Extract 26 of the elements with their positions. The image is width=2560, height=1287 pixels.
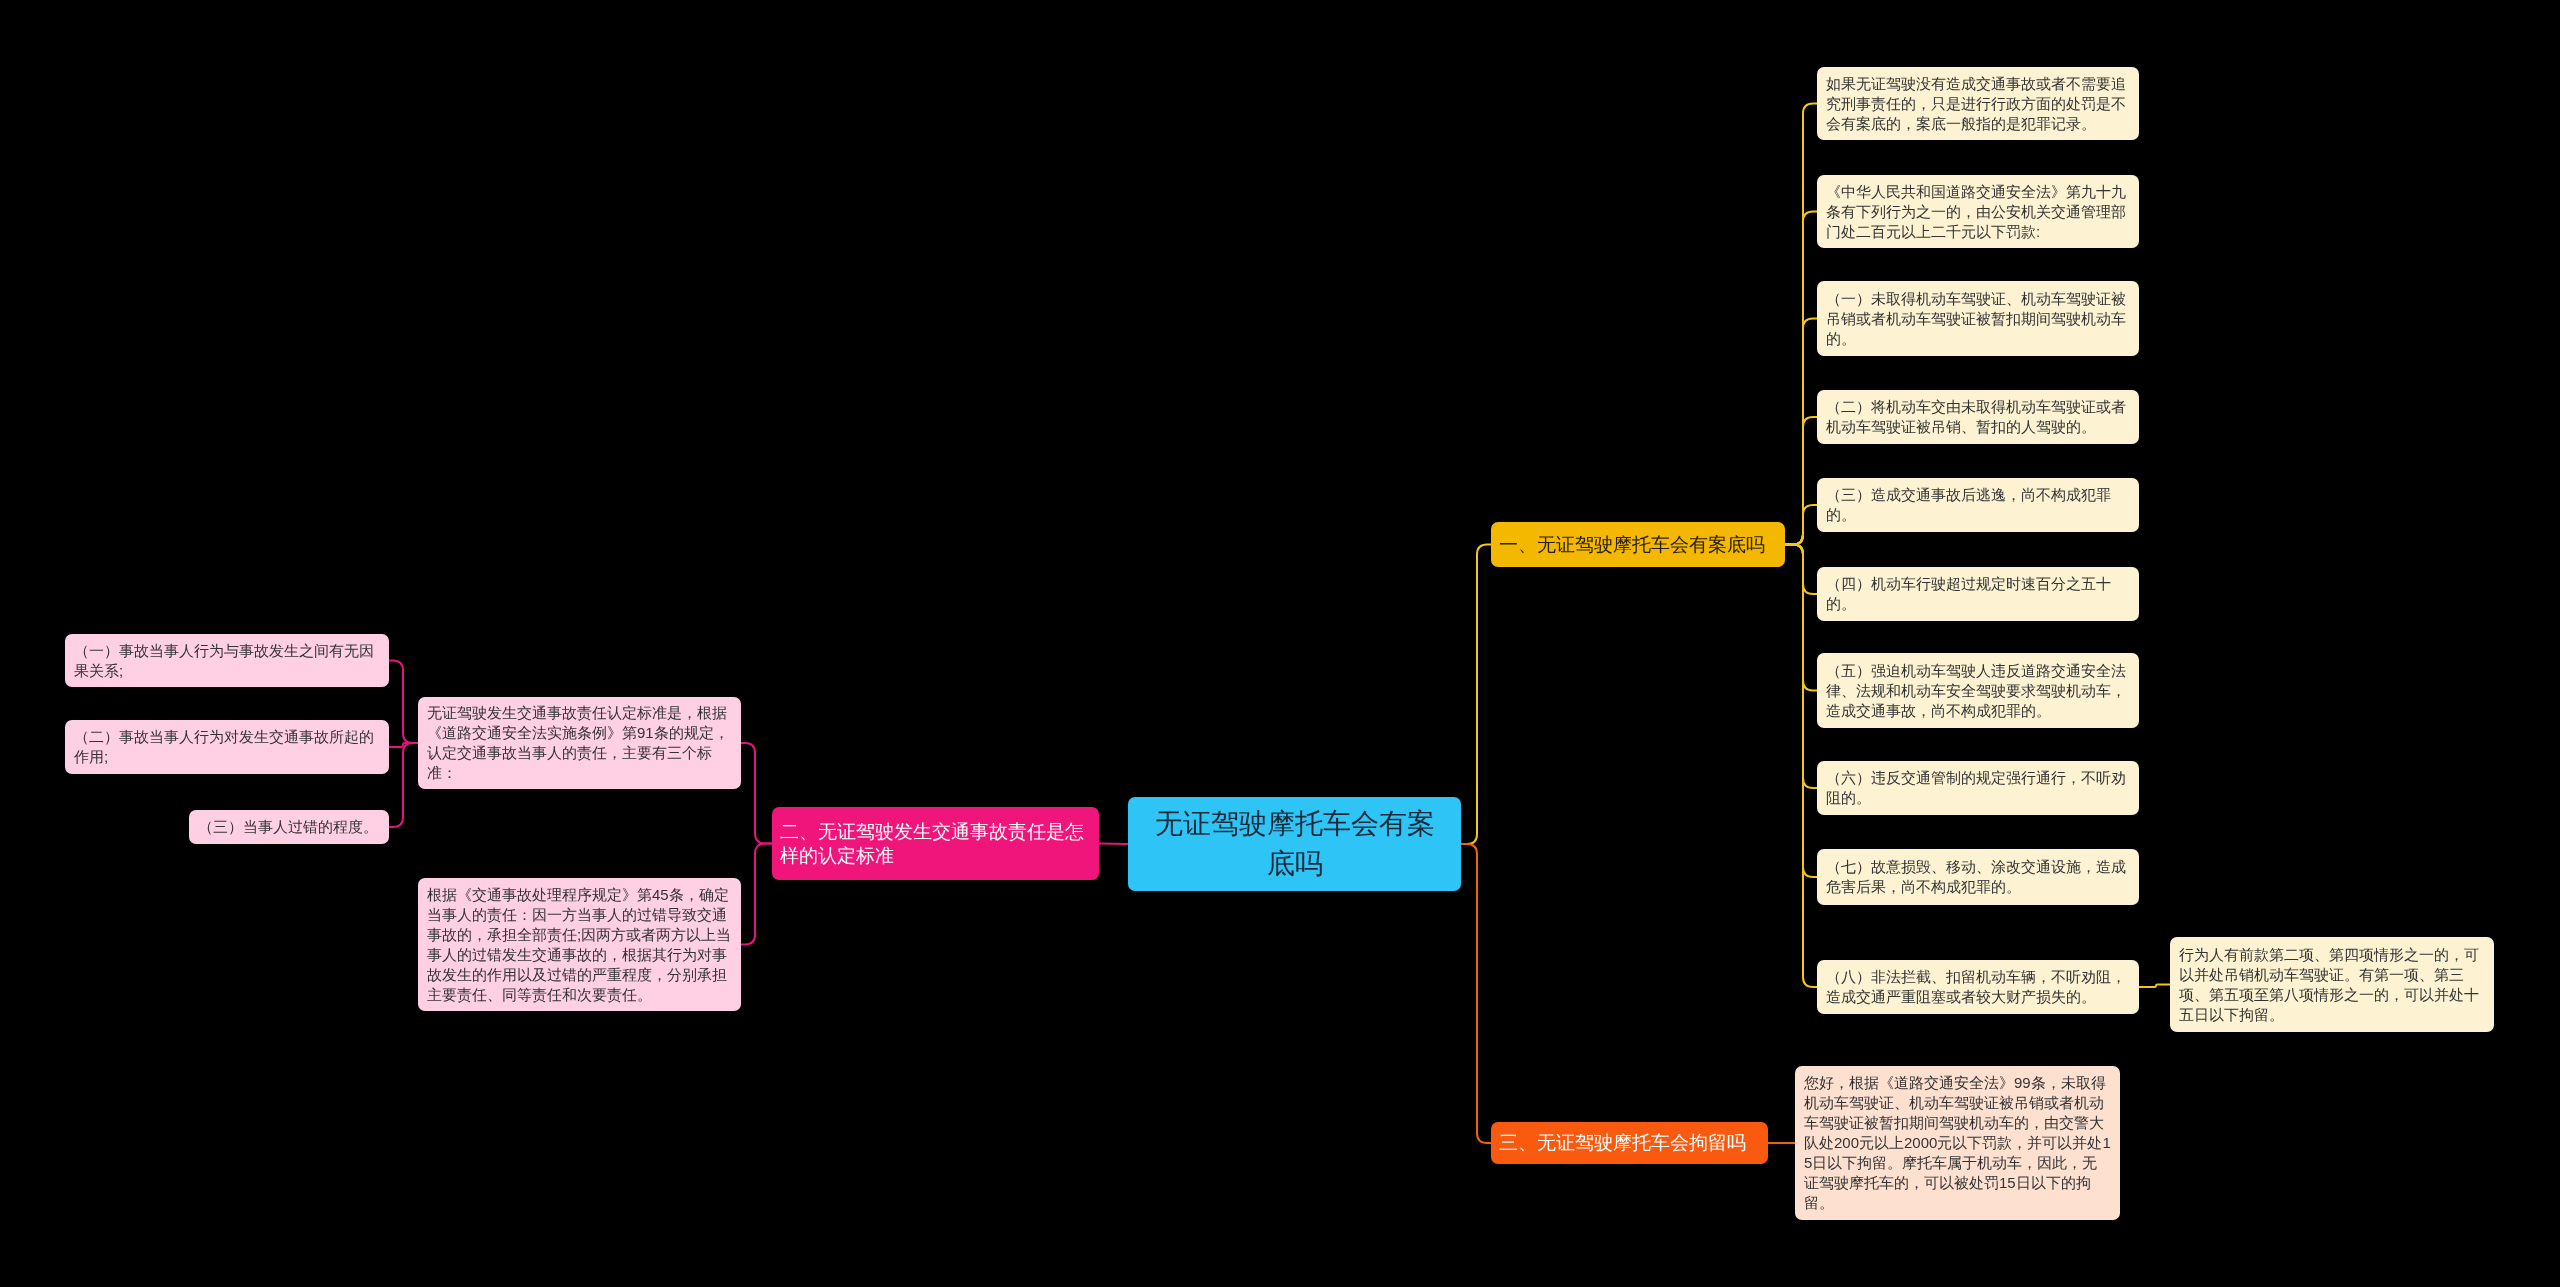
note-card: （七）故意损毁、移动、涂改交通设施，造成危害后果，尚不构成犯罪的。 — [1817, 849, 2139, 905]
connector-line — [388, 742, 419, 828]
connector-line — [2138, 983, 2171, 988]
note-card: （一）未取得机动车驾驶证、机动车驾驶证被吊销或者机动车驾驶证被暂扣期间驾驶机动车的。 — [1817, 281, 2139, 356]
connector-line — [1767, 1142, 1796, 1144]
branch-topic-box: 一、无证驾驶摩托车会有案底吗 — [1491, 522, 1785, 567]
note-card: （三）当事人过错的程度。 — [189, 810, 389, 844]
branch-topic-box: 二、无证驾驶发生交通事故责任是怎样的认定标准 — [772, 807, 1099, 880]
note-card: 根据《交通事故处理程序规定》第45条，确定当事人的责任：因一方当事人的过错导致交通事故的，承担全部责任;因两方或者两方以上当事人的过错发生交通事故的，根据其行为对事故发生的作用以及过错的严重程度，分别承担主要责任、同等责任和次要责任。 — [418, 878, 741, 1011]
note-card: 《中华人民共和国道路交通安全法》第九十九条有下列行为之一的，由公安机关交通管理部门处二百元以上二千元以下罚款: — [1817, 175, 2139, 248]
note-card: （四）机动车行驶超过规定时速百分之五十的。 — [1817, 567, 2139, 621]
connector-line — [1098, 842, 1129, 845]
note-card: （三）造成交通事故后逃逸，尚不构成犯罪的。 — [1817, 478, 2139, 532]
central-topic-box: 无证驾驶摩托车会有案底吗 — [1128, 797, 1461, 891]
note-card: 无证驾驶发生交通事故责任认定标准是，根据《道路交通安全法实施条例》第91条的规定，认定交通事故当事人的责任，主要有三个标准： — [418, 697, 741, 789]
note-card: （二）事故当事人行为对发生交通事故所起的作用; — [65, 720, 389, 774]
note-card: （八）非法拦截、扣留机动车辆，不听劝阻，造成交通严重阻塞或者较大财产损失的。 — [1817, 960, 2139, 1014]
note-card: 行为人有前款第二项、第四项情形之一的，可以并处吊销机动车驾驶证。有第一项、第三项、第五项至第八项情形之一的，可以并处十五日以下拘留。 — [2170, 937, 2494, 1032]
note-card: 如果无证驾驶没有造成交通事故或者不需要追究刑事责任的，只是进行行政方面的处罚是不会有案底的，案底一般指的是犯罪记录。 — [1817, 67, 2139, 140]
note-card: （五）强迫机动车驾驶人违反道路交通安全法律、法规和机动车安全驾驶要求驾驶机动车，造成交通事故，尚不构成犯罪的。 — [1817, 653, 2139, 728]
note-card: 您好，根据《道路交通安全法》99条，未取得机动车驾驶证、机动车驾驶证被吊销或者机动车驾驶证被暂扣期间驾驶机动车的，由交警大队处200元以上2000元以下罚款，并可以并处15日以下拘留。摩托车属于机动车，因此，无证驾驶摩托车的，可以被处罚15日以下的拘留。 — [1795, 1066, 2120, 1220]
note-card: （六）违反交通管制的规定强行通行，不听劝阻的。 — [1817, 761, 2139, 815]
connector-line — [740, 842, 773, 946]
note-card: （二）将机动车交由未取得机动车驾驶证或者机动车驾驶证被吊销、暂扣的人驾驶的。 — [1817, 390, 2139, 444]
note-card: （一）事故当事人行为与事故发生之间有无因果关系; — [65, 634, 389, 687]
branch-topic-box: 三、无证驾驶摩托车会拘留吗 — [1491, 1122, 1768, 1164]
